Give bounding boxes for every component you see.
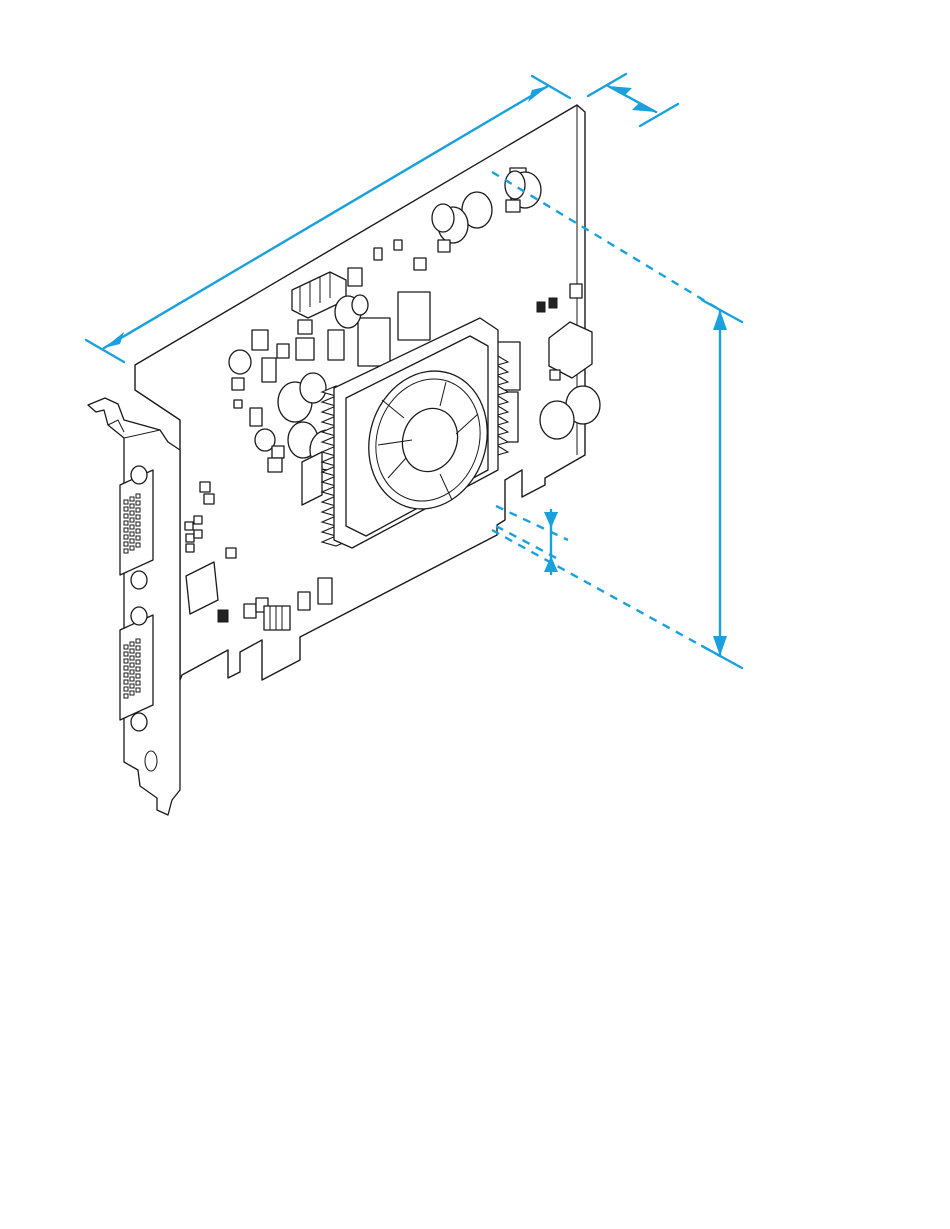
capacitor <box>229 350 251 374</box>
smd-part <box>272 446 284 458</box>
notch-arrow-bottom <box>544 556 558 572</box>
smd-part <box>298 320 312 334</box>
smd-part <box>232 378 244 390</box>
smd-part <box>194 516 202 524</box>
notch-extension-top <box>496 506 568 540</box>
ic-small <box>250 408 262 426</box>
notch-arrow-top <box>544 512 558 528</box>
inductor <box>262 358 276 382</box>
smd-part <box>226 548 236 558</box>
memory-chip <box>358 318 390 366</box>
smd-part <box>414 258 426 270</box>
smd-part <box>218 610 228 622</box>
smd-part <box>394 240 402 250</box>
capacitor <box>300 373 326 403</box>
smd-part <box>186 534 194 542</box>
smd-part <box>268 458 282 472</box>
smd-part <box>570 284 582 298</box>
smd-part <box>549 298 557 308</box>
smd-part <box>194 530 202 538</box>
card-length-tick-right <box>532 76 570 98</box>
smd-part <box>204 494 214 504</box>
card-thickness-arrow-left <box>608 86 632 96</box>
smd-part <box>374 248 382 260</box>
ic-small <box>252 330 268 350</box>
smd-part <box>550 370 560 380</box>
card-length-arrow-left <box>104 332 124 348</box>
smd-part <box>186 544 194 552</box>
io-bracket <box>88 398 180 815</box>
smd-part <box>537 302 545 312</box>
capacitor <box>540 401 574 439</box>
inductor <box>302 452 322 505</box>
card-thickness-arrow-right <box>632 102 656 112</box>
memory-chip <box>398 292 430 340</box>
smd-part <box>277 344 289 358</box>
ic-small <box>296 338 314 360</box>
card-height-extension-bottom <box>492 530 720 656</box>
smd-part <box>185 522 193 530</box>
smd-part <box>234 400 242 408</box>
inductor <box>328 330 344 360</box>
smd-part <box>200 482 210 492</box>
